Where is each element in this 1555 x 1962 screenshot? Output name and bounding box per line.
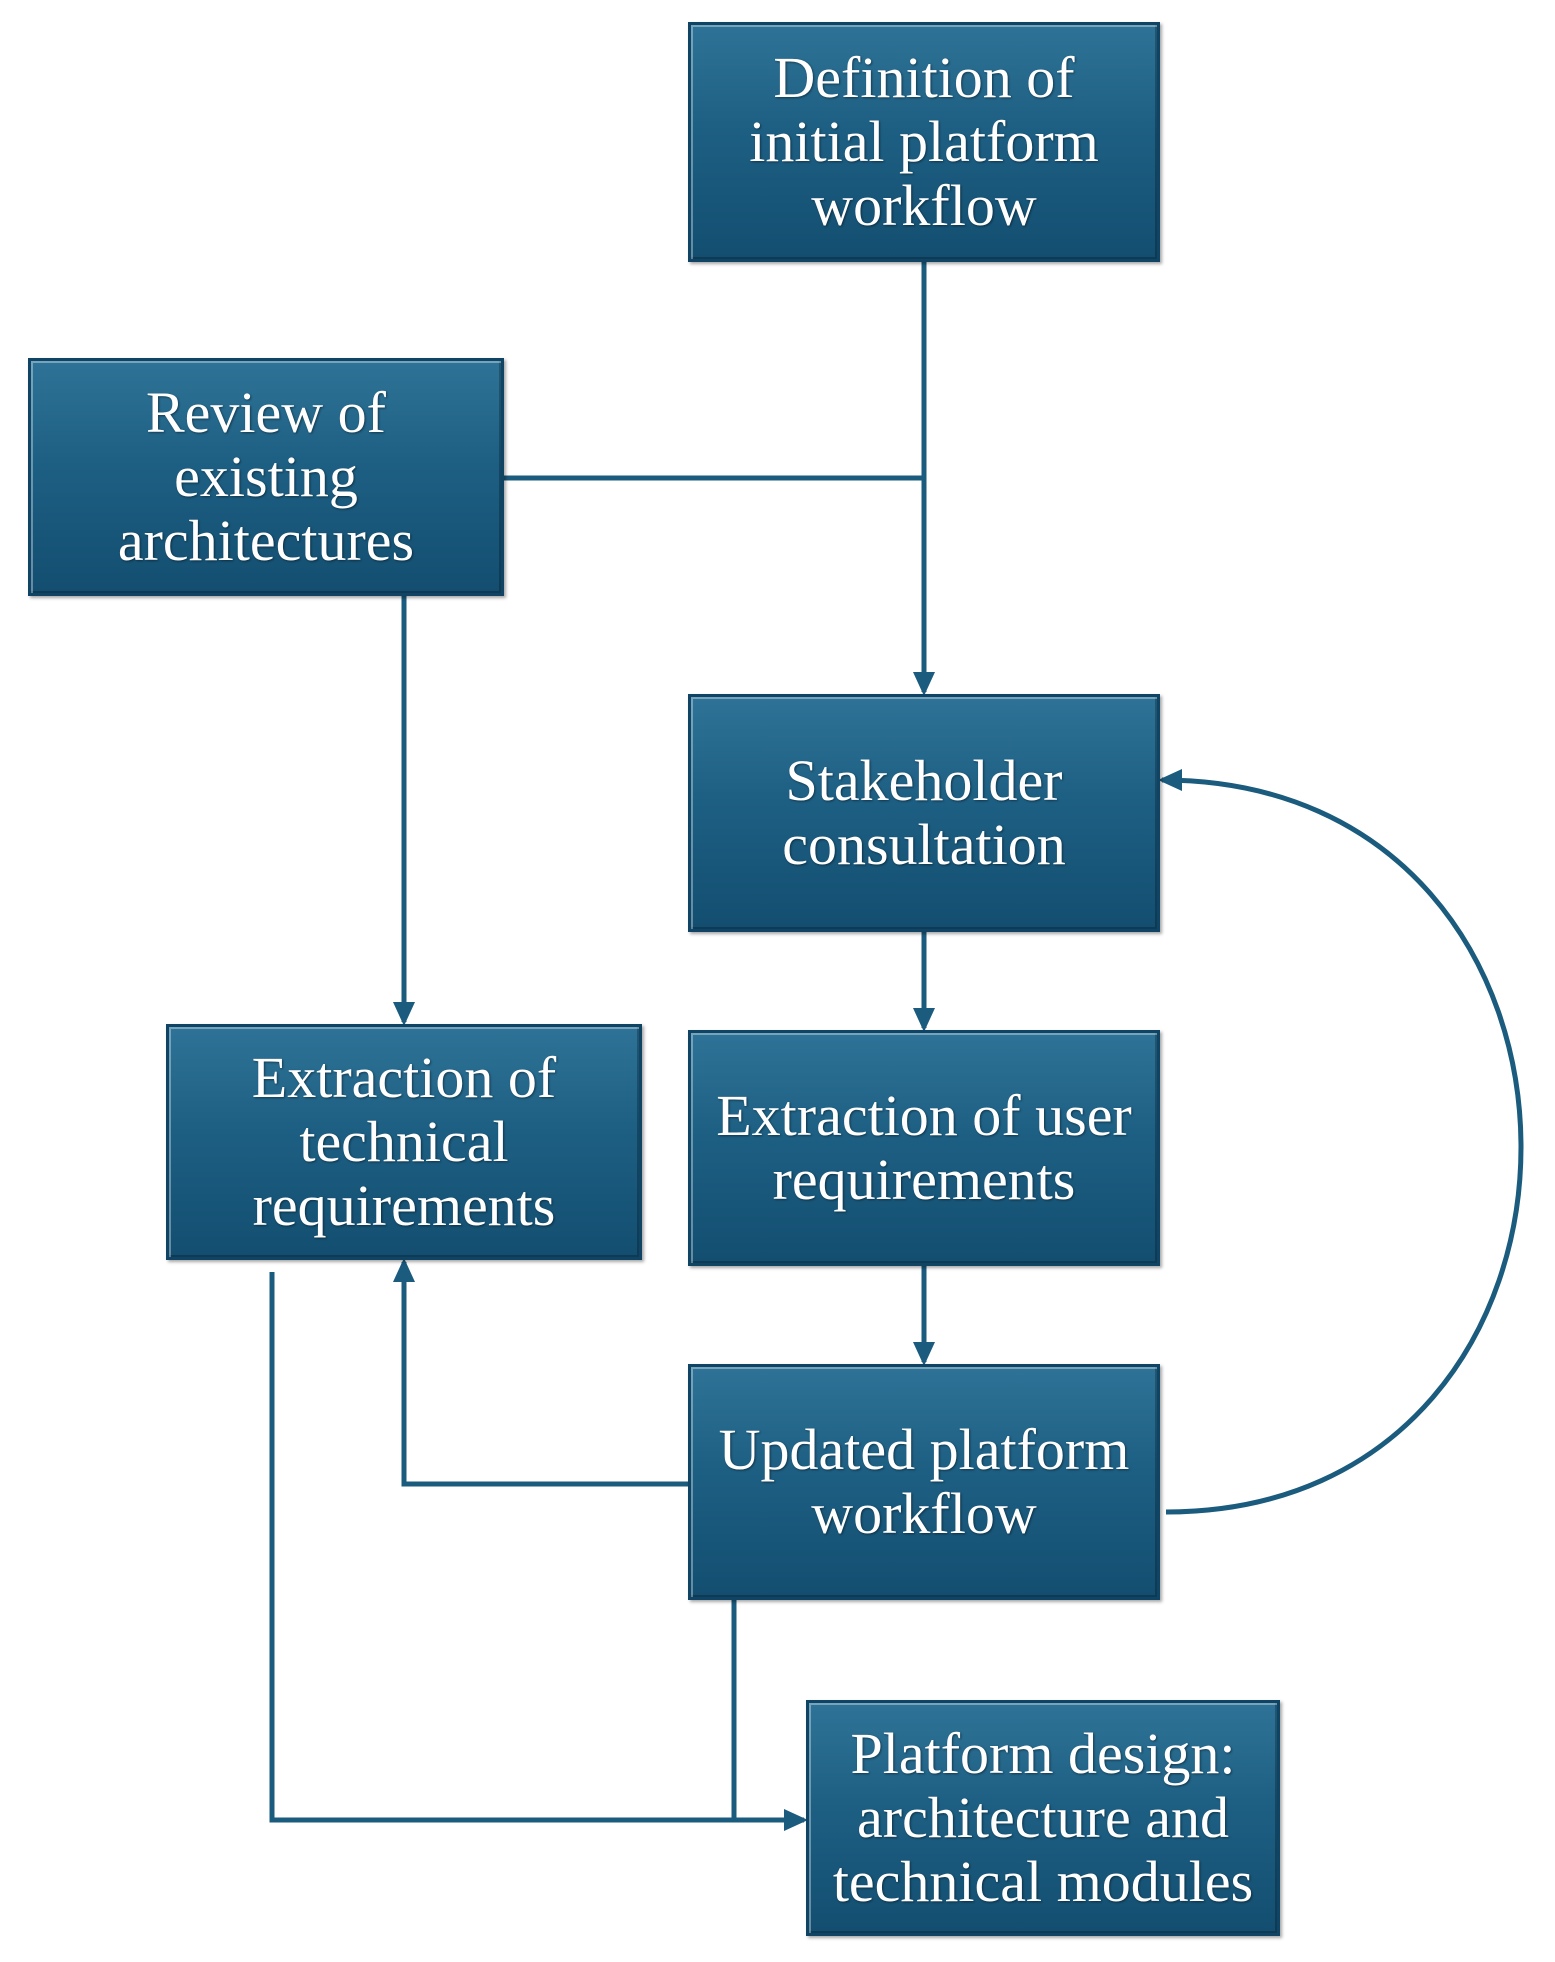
node-review-existing-architectures: Review of existing architectures xyxy=(28,358,504,596)
edge-updated-to-stakeholder xyxy=(1158,769,1524,1515)
node-stakeholder-consultation: Stakeholder consultation xyxy=(688,694,1160,932)
node-extraction-technical-requirements: Extraction of technical requirements xyxy=(166,1024,642,1260)
edge-technical-to-platform xyxy=(269,1272,808,1831)
node-updated-platform-workflow: Updated platform workflow xyxy=(688,1364,1160,1600)
node-label: Updated platform workflow xyxy=(718,1417,1130,1546)
node-label: Review of existing architectures xyxy=(117,380,415,573)
node-label: Definition of initial platform workflow xyxy=(749,45,1099,238)
edge-updated-to-technical xyxy=(393,1258,688,1487)
node-definition-initial-workflow: Definition of initial platform workflow xyxy=(688,22,1160,262)
node-label: Extraction of user requirements xyxy=(716,1083,1132,1212)
node-label: Extraction of technical requirements xyxy=(251,1045,557,1238)
node-label: Platform design: architecture and techni… xyxy=(832,1721,1254,1914)
node-extraction-user-requirements: Extraction of user requirements xyxy=(688,1030,1160,1266)
node-label: Stakeholder consultation xyxy=(782,748,1066,877)
node-platform-design: Platform design: architecture and techni… xyxy=(806,1700,1280,1936)
